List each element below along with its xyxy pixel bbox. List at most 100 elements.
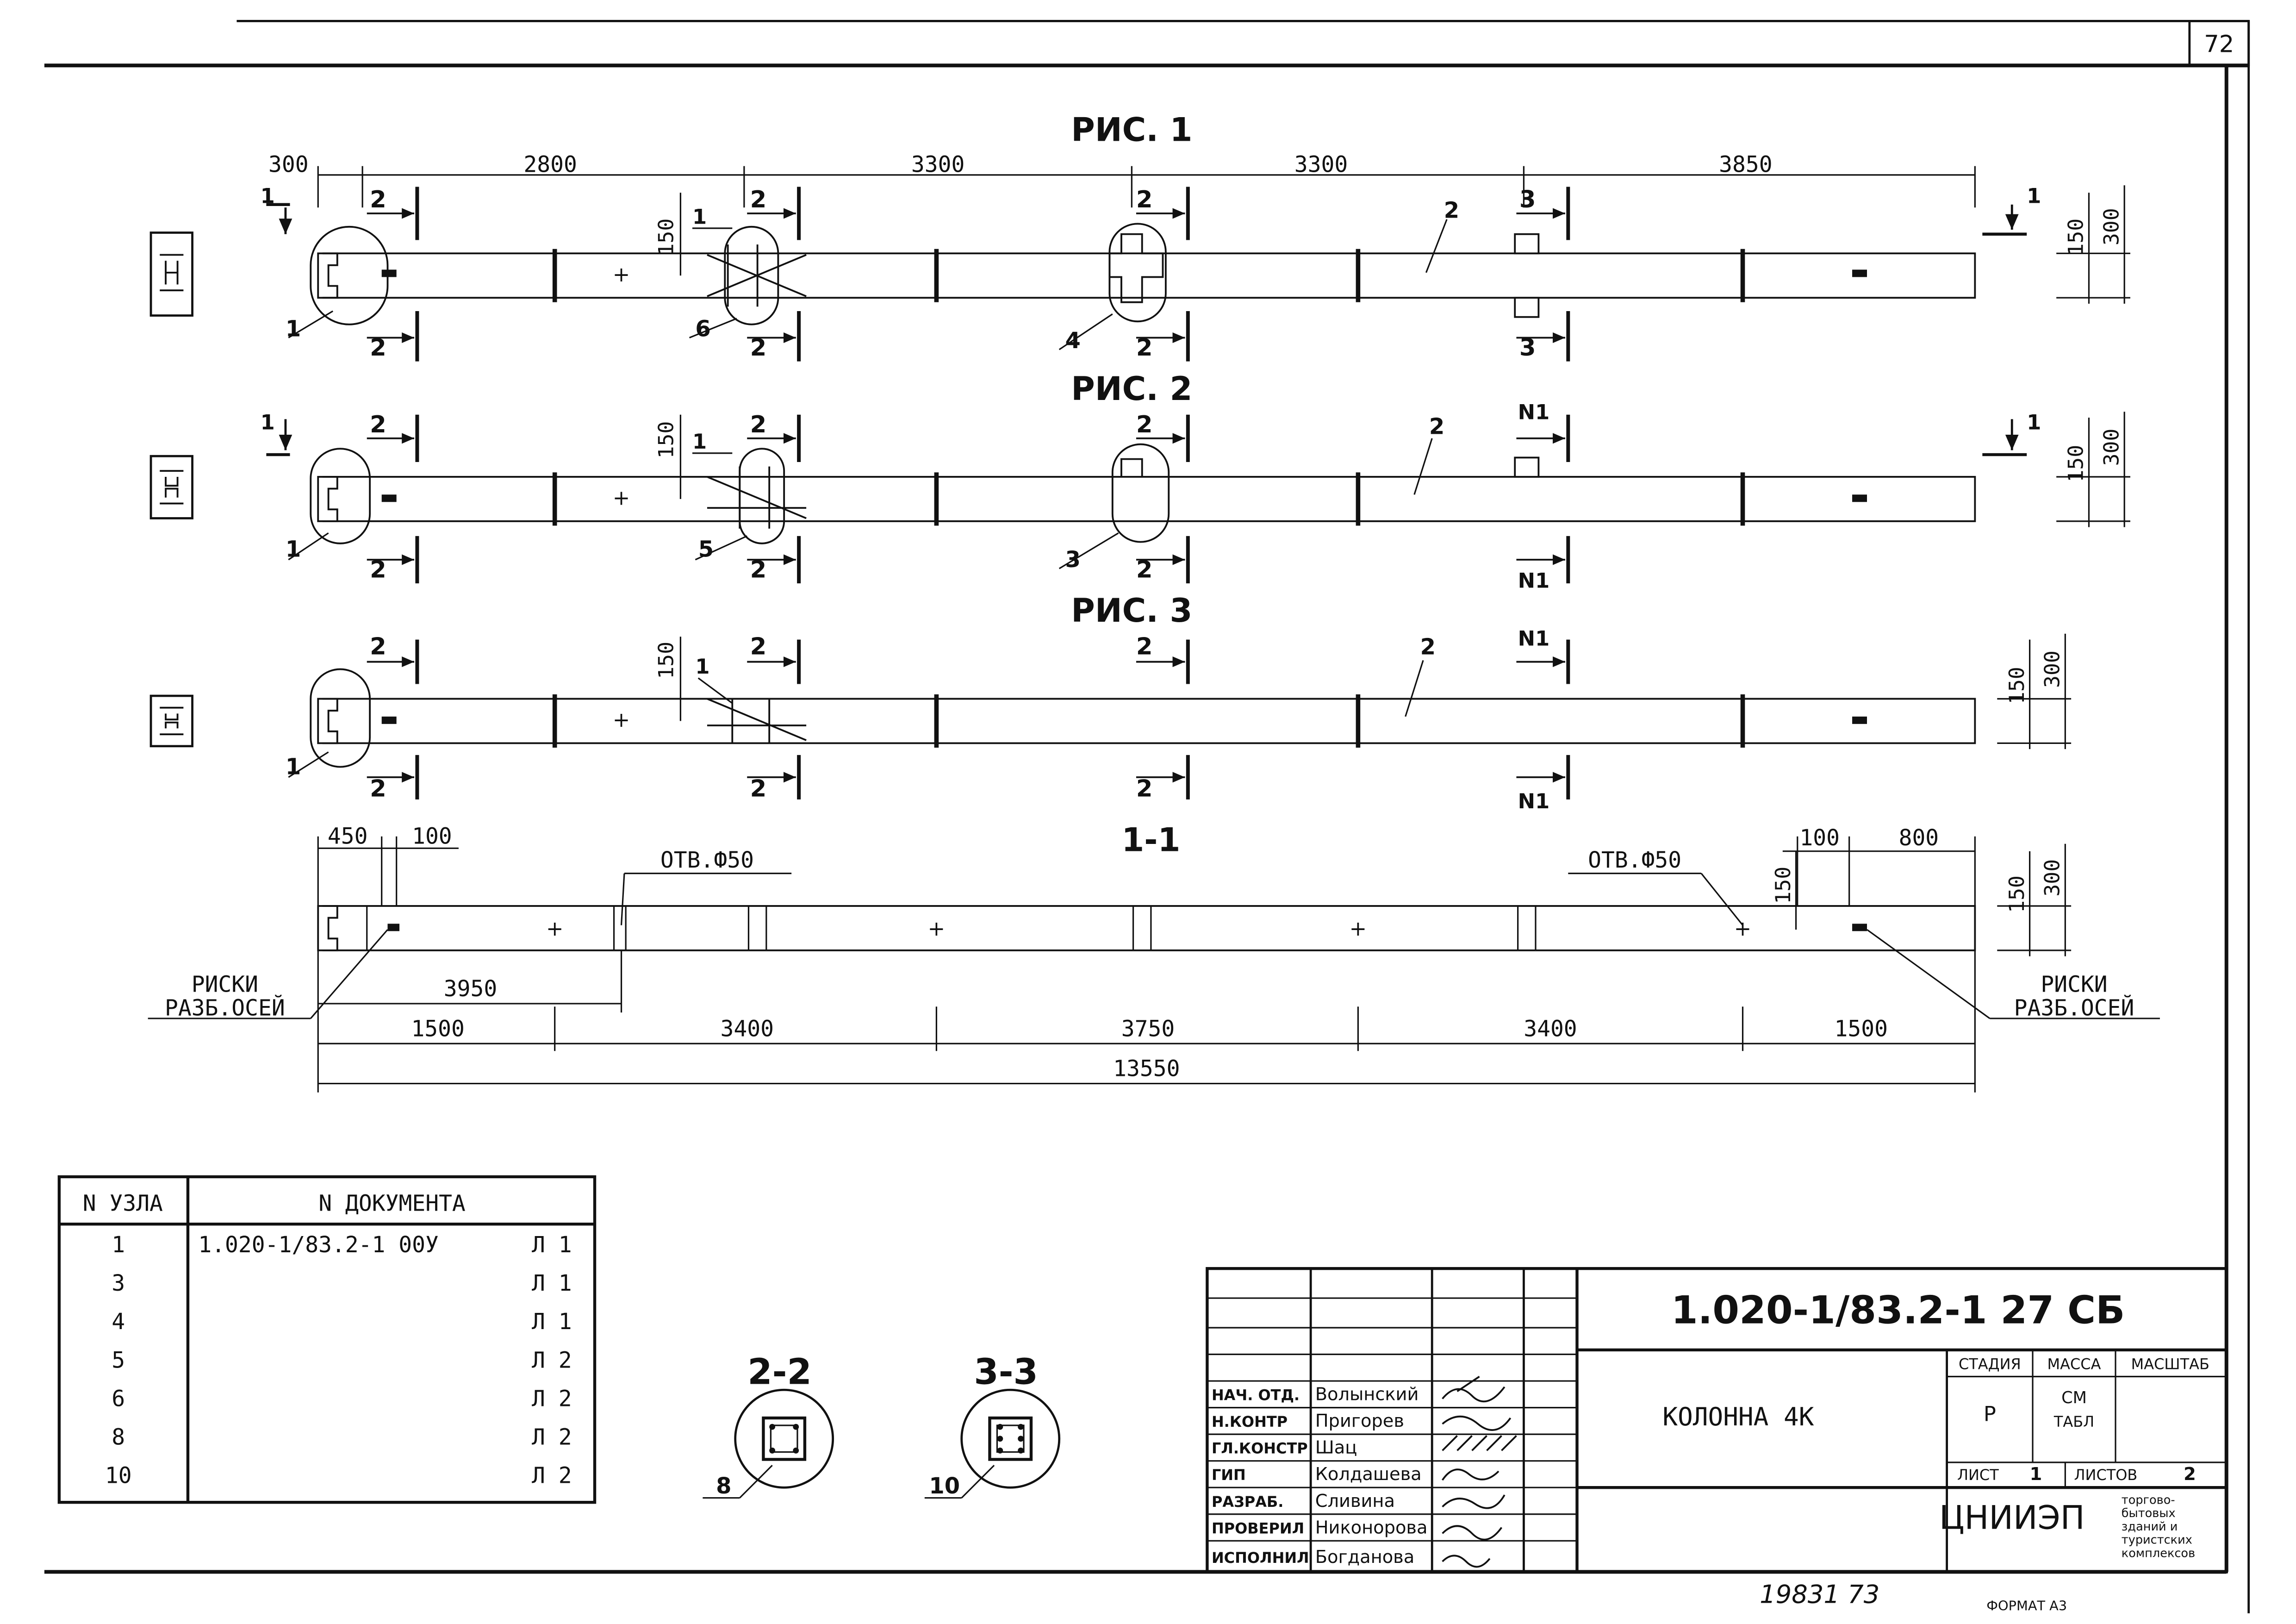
org-desc-2: бытовых xyxy=(2122,1506,2176,1520)
fig1-sec-2a: 2 xyxy=(370,186,386,213)
sec11-marks-right-1: РИСКИ xyxy=(2041,972,2107,997)
person-role: ГЛ.КОНСТР xyxy=(1212,1440,1308,1457)
sec11-dim-150-b: 150 xyxy=(2004,875,2029,913)
fig3-callout-2: 2 xyxy=(1420,635,1436,660)
person-name: Шац xyxy=(1315,1437,1357,1458)
fig1-sec-2d: 2 xyxy=(750,334,767,362)
fig2-callout-3: 3 xyxy=(1065,547,1080,573)
signatures xyxy=(1442,1375,1517,1568)
fig1-callout-1b: 1 xyxy=(692,204,707,229)
column-body-fig2 xyxy=(317,476,1976,522)
section-3-3-callout: 10 xyxy=(929,1474,960,1499)
svg-text:+: + xyxy=(613,707,630,732)
person-name: Волынский xyxy=(1315,1384,1419,1405)
fig3-dim-300-right: 300 xyxy=(2040,650,2065,688)
sec11-dim-total: 13550 xyxy=(1113,1056,1180,1082)
sheet-number: 72 xyxy=(2204,31,2234,58)
fig1-dim-150-right: 150 xyxy=(2064,219,2088,256)
node-number: 8 xyxy=(112,1425,125,1450)
column-body-section xyxy=(317,905,1976,951)
figure-1-title: РИС. 1 xyxy=(1071,111,1192,149)
fig2-end-view-icon xyxy=(149,455,193,519)
sec11-hole-left: ОТВ.Ф50 xyxy=(660,848,754,873)
svg-text:+: + xyxy=(1350,916,1367,941)
person-row: РАЗРАБ. Сливина xyxy=(1212,1491,1395,1512)
sec11-dim-3400-a: 3400 xyxy=(721,1016,774,1042)
sec11-dim-1500-right: 1500 xyxy=(1834,1016,1887,1042)
nodes-row: 4 Л 1 xyxy=(112,1309,572,1335)
svg-text:+: + xyxy=(613,486,630,510)
fig2-callout-1: 1 xyxy=(286,537,301,562)
fig1-sec-2b: 2 xyxy=(370,334,386,362)
node-number: 1 xyxy=(112,1232,125,1258)
sec11-dim-100-right: 100 xyxy=(1799,825,1840,851)
figure-3: РИС. 3 + 2 2 xyxy=(149,592,2072,813)
fig2-sec-2a: 2 xyxy=(370,411,386,438)
fig1-dim-3300b: 3300 xyxy=(1294,152,1348,178)
sec11-dim-100-left: 100 xyxy=(412,824,452,849)
section-1-1-title: 1-1 xyxy=(1121,821,1180,859)
nodes-row: 8 Л 2 xyxy=(112,1425,572,1450)
fig2-sec-2f: 2 xyxy=(1136,556,1153,583)
fig1-dim-2800: 2800 xyxy=(523,152,577,178)
fig2-callout-5: 5 xyxy=(698,537,714,562)
nodes-row: 6 Л 2 xyxy=(112,1386,572,1412)
org-name: ЦНИИЭП xyxy=(1939,1499,2085,1537)
column-body-fig3 xyxy=(317,698,1976,744)
node-number: 4 xyxy=(112,1309,125,1335)
sheet-value: 1 xyxy=(2030,1464,2042,1485)
person-name: Колдашева xyxy=(1315,1464,1422,1485)
node-sheet: Л 2 xyxy=(532,1463,572,1489)
fig2-sec-2b: 2 xyxy=(370,556,386,583)
person-role: НАЧ. ОТД. xyxy=(1212,1387,1300,1404)
fig1-sec-1-left: 1 xyxy=(261,184,275,208)
fig1-sec-2c: 2 xyxy=(750,186,767,213)
mass-value-1: СМ xyxy=(2061,1388,2087,1407)
fig1-sec-3b: 3 xyxy=(1519,334,1536,362)
nodes-table: N УЗЛА N ДОКУМЕНТА 1 1.020-1/83.2-1 00У … xyxy=(57,1175,597,1504)
figure-2: РИС. 2 + xyxy=(149,370,2130,593)
person-role: РАЗРАБ. xyxy=(1212,1493,1284,1511)
fig3-end-view-icon xyxy=(149,694,193,748)
person-role: ИСПОЛНИЛ xyxy=(1212,1549,1309,1567)
node-number: 10 xyxy=(105,1463,132,1489)
fig1-dim-300: 300 xyxy=(268,152,309,178)
sheet-frame xyxy=(44,20,2250,1613)
sec11-dim-1500-left: 1500 xyxy=(411,1016,464,1042)
fig3-sec-2a: 2 xyxy=(370,633,386,661)
svg-text:+: + xyxy=(613,262,630,287)
fig1-dim-3850: 3850 xyxy=(1719,152,1772,178)
fig1-dim-150-mid: 150 xyxy=(653,219,678,256)
nodes-row: 1 1.020-1/83.2-1 00У Л 1 xyxy=(112,1232,572,1258)
stage-label: СТАДИЯ xyxy=(1959,1355,2021,1373)
cross-section-3-3: 3-3 10 xyxy=(924,1351,1061,1499)
person-row: ГЛ.КОНСТР Шац xyxy=(1212,1437,1357,1458)
fig1-callout-6: 6 xyxy=(695,316,710,342)
title-block: НАЧ. ОТД. Волынский Н.КОНТР Пригорев ГЛ.… xyxy=(1206,1267,2228,1574)
sec11-dim-3750: 3750 xyxy=(1121,1016,1175,1042)
format-label: ФОРМАТ А3 xyxy=(1986,1598,2067,1614)
fig2-callout-2: 2 xyxy=(1429,414,1444,439)
mass-label: МАССА xyxy=(2047,1355,2101,1373)
fig2-section-marks xyxy=(266,414,2027,584)
person-name: Богданова xyxy=(1315,1547,1415,1568)
node-number: 6 xyxy=(112,1386,125,1412)
person-role: Н.КОНТР xyxy=(1212,1413,1288,1430)
fig3-sec-2e: 2 xyxy=(1136,633,1153,661)
fig3-dim-150-mid: 150 xyxy=(653,642,678,679)
fig1-section-marks xyxy=(266,187,2027,362)
org-desc-4: туристских xyxy=(2122,1533,2192,1547)
person-row: НАЧ. ОТД. Волынский xyxy=(1212,1384,1419,1405)
sec11-dim-3950: 3950 xyxy=(444,976,497,1002)
person-name: Сливина xyxy=(1315,1491,1395,1512)
fig2-sec-1-right: 1 xyxy=(2027,410,2041,435)
fig1-sec-3a: 3 xyxy=(1519,186,1536,213)
person-row: ПРОВЕРИЛ Никонорова xyxy=(1212,1517,1428,1538)
node-sheet: Л 1 xyxy=(532,1232,572,1258)
fig2-sec-1-left: 1 xyxy=(261,410,275,435)
node-sheet: Л 2 xyxy=(532,1425,572,1450)
fig2-dim-150-right: 150 xyxy=(2064,445,2088,482)
fig1-sec-2e: 2 xyxy=(1136,186,1153,213)
nodes-header-node: N УЗЛА xyxy=(83,1191,163,1216)
